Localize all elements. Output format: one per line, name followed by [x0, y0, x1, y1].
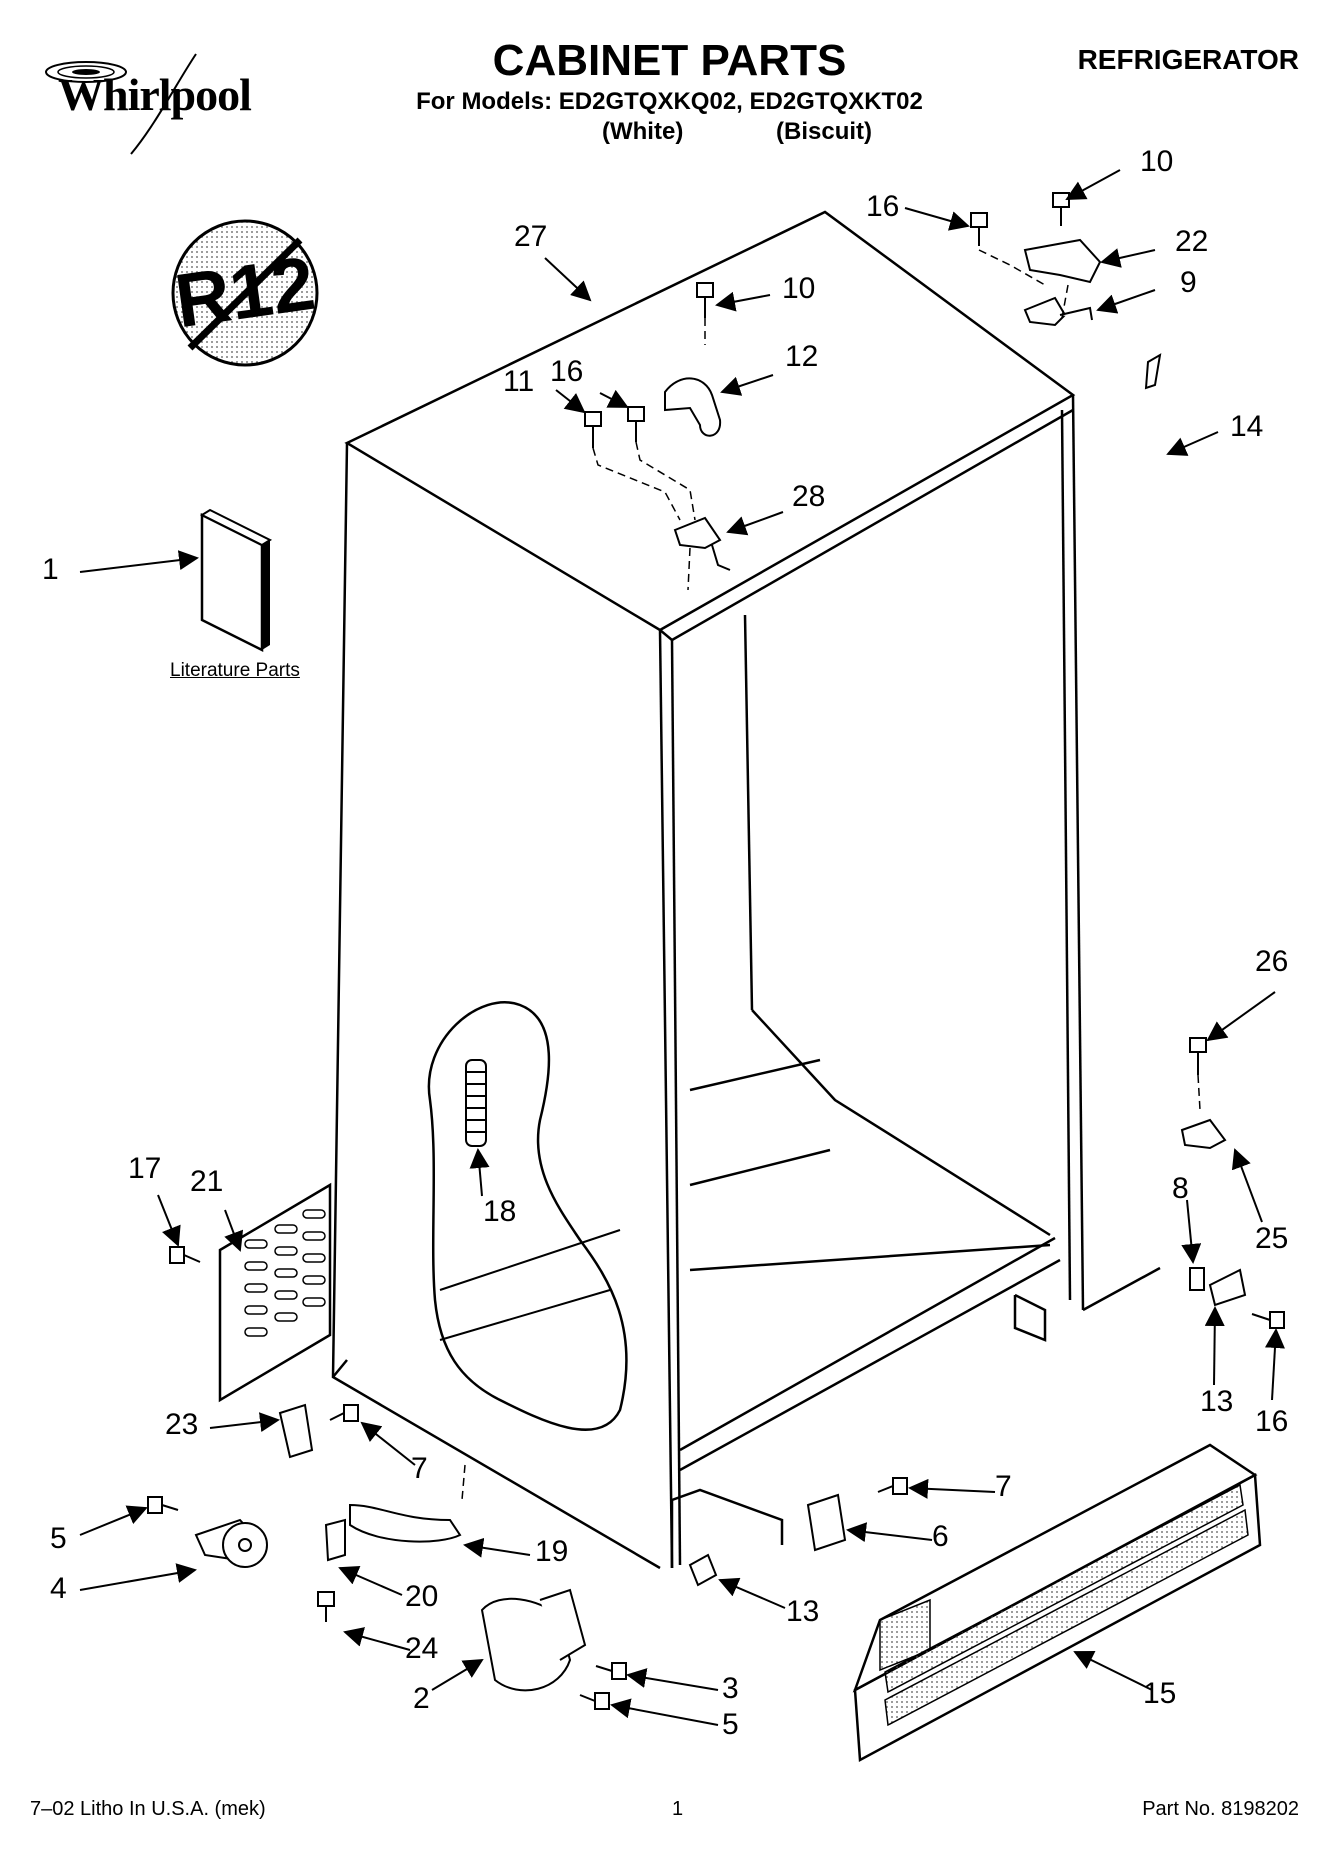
- model-variant-white: (White): [602, 118, 684, 145]
- literature-book-icon: [199, 508, 273, 653]
- callout-8: 8: [1172, 1172, 1189, 1205]
- callout-25: 25: [1255, 1222, 1289, 1255]
- callout-23: 23: [165, 1408, 199, 1441]
- no-r12-icon: R12: [170, 219, 320, 367]
- callout-5: 5: [50, 1522, 67, 1555]
- callout-28: 28: [792, 480, 826, 513]
- callout-10: 10: [1140, 145, 1174, 178]
- callout-26: 26: [1255, 945, 1289, 978]
- callout-27: 27: [514, 220, 548, 253]
- cabinet-cutaway: [427, 1001, 628, 1431]
- whirlpool-swirl-icon: [45, 53, 197, 155]
- brand-logo: Whirlpool: [58, 69, 252, 120]
- callout-16: 16: [550, 355, 584, 388]
- callout-7: 7: [411, 1452, 428, 1485]
- cabinet-shell: [331, 210, 1161, 1570]
- callout-13: 13: [786, 1595, 820, 1628]
- part-number: Part No. 8198202: [1142, 1798, 1299, 1820]
- callout-2: 2: [413, 1682, 430, 1715]
- callout-16: 16: [1255, 1405, 1289, 1438]
- models-line: For Models: ED2GTQXKQ02, ED2GTQXKT02: [416, 88, 923, 115]
- category-label: REFRIGERATOR: [1077, 44, 1299, 75]
- callout-3: 3: [722, 1672, 739, 1705]
- page-number: 1: [672, 1798, 684, 1820]
- callout-1: 1: [42, 553, 59, 586]
- callout-11: 11: [503, 365, 535, 398]
- callout-arrows: [79, 169, 1285, 1726]
- assembly-leaders: [461, 249, 1201, 1501]
- print-info: 7–02 Litho In U.S.A. (mek): [30, 1798, 266, 1820]
- callout-21: 21: [190, 1165, 224, 1198]
- callout-7: 7: [995, 1470, 1012, 1503]
- callout-6: 6: [932, 1520, 949, 1553]
- rear-grille-part: [218, 1182, 332, 1403]
- callout-4: 4: [50, 1572, 67, 1605]
- screw-icons: [147, 192, 1285, 1710]
- hinge-parts: [194, 238, 1247, 1692]
- callout-14: 14: [1230, 410, 1264, 443]
- callout-22: 22: [1175, 225, 1209, 258]
- callout-16: 16: [866, 190, 900, 223]
- callout-15: 15: [1143, 1677, 1177, 1710]
- base-grille-part: [852, 1443, 1262, 1763]
- callout-24: 24: [405, 1632, 439, 1665]
- callout-5: 5: [722, 1708, 739, 1741]
- callout-10: 10: [782, 272, 816, 305]
- callout-17: 17: [128, 1152, 162, 1185]
- callout-12: 12: [785, 340, 819, 373]
- callout-20: 20: [405, 1580, 439, 1613]
- model-variant-biscuit: (Biscuit): [776, 118, 872, 145]
- callout-18: 18: [483, 1195, 517, 1228]
- drain-tube-part: [465, 1059, 487, 1147]
- callout-19: 19: [535, 1535, 569, 1568]
- callout-9: 9: [1180, 266, 1197, 299]
- literature-parts-label: Literature Parts: [170, 660, 300, 681]
- page-title: CABINET PARTS: [492, 36, 847, 85]
- callout-13: 13: [1200, 1385, 1234, 1418]
